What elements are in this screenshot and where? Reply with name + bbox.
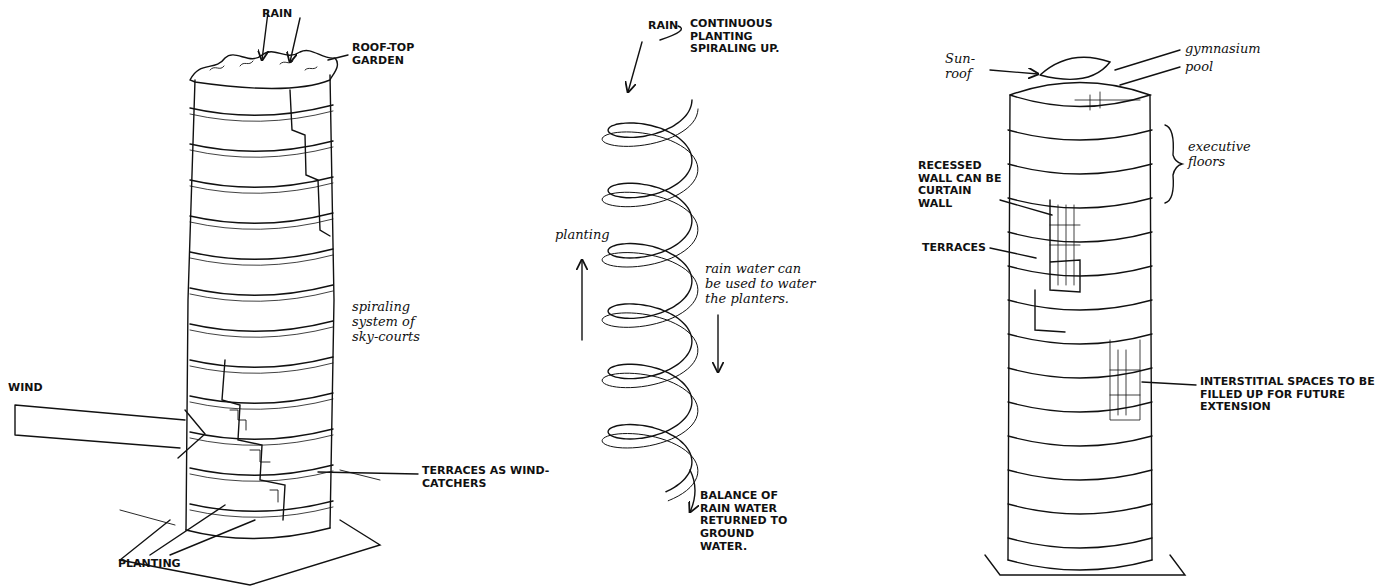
sketch-group <box>985 50 1196 575</box>
wind-arrow-head <box>178 410 205 458</box>
floor-band <box>190 177 333 187</box>
annotation-label: Sun-roof <box>945 52 995 82</box>
floor-band <box>190 357 333 367</box>
planting-spiral <box>608 100 692 492</box>
floor-band <box>190 363 333 373</box>
floor-band <box>1008 300 1152 310</box>
sketch-group <box>15 12 418 585</box>
roof-garden <box>190 50 337 88</box>
leader-line <box>1120 67 1180 85</box>
tower-edge <box>330 75 334 528</box>
planting-arrow <box>581 260 582 340</box>
floor-band <box>190 327 333 337</box>
floor-band <box>190 255 333 265</box>
rain-arrow <box>628 42 642 92</box>
annotation-label: RAIN <box>262 8 312 21</box>
annotation-label: rain water can be used to water the plan… <box>705 262 820 307</box>
annotation-label: planting <box>555 228 625 243</box>
tower-base-edge <box>186 528 330 539</box>
floor-band <box>1008 470 1152 480</box>
floor-band <box>1008 504 1152 514</box>
tower-top <box>1010 83 1150 107</box>
tower-edge <box>186 80 195 530</box>
wind-arrow <box>15 405 185 448</box>
tower-base-edge <box>1008 560 1152 570</box>
foliage <box>210 61 317 70</box>
annotation-label: spiraling system of sky-courts <box>352 300 437 345</box>
leader-line <box>328 55 348 60</box>
site-plane <box>120 520 380 585</box>
floor-band <box>190 219 333 229</box>
sketch-group <box>582 26 718 512</box>
floor-band <box>190 501 333 511</box>
floor-band <box>190 249 333 259</box>
floor-band <box>190 105 333 115</box>
floor-band <box>190 147 333 157</box>
sky-court-cut <box>222 360 285 520</box>
leader-line <box>990 248 1036 258</box>
leader-line <box>318 472 418 474</box>
annotation-label: TERRACES AS WIND-CATCHERS <box>422 465 572 490</box>
leader-line <box>1115 50 1180 70</box>
annotation-label: BALANCE OF RAIN WATER RETURNED TO GROUND… <box>700 490 805 553</box>
floor-band <box>190 111 333 121</box>
floor-band <box>190 291 333 301</box>
leader-line <box>990 70 1038 74</box>
leader-line <box>1000 200 1052 215</box>
rain-water-arrow <box>717 315 718 372</box>
leader-line <box>150 505 255 555</box>
floor-band <box>1008 232 1152 242</box>
planting-spiral <box>602 109 698 501</box>
pool-grid <box>1075 92 1140 110</box>
floor-band <box>1008 436 1152 446</box>
annotation-label: CONTINUOUS PLANTING SPIRALING UP. <box>690 18 795 56</box>
curtain-wall-grid <box>1050 205 1080 285</box>
annotation-label: ROOF-TOP GARDEN <box>352 42 432 67</box>
sketch-stroke <box>120 470 380 525</box>
outflow-arrow <box>690 470 695 512</box>
floor-band <box>190 285 333 295</box>
annotation-label: WIND <box>8 382 68 395</box>
floor-band <box>190 141 333 151</box>
floor-band <box>190 399 333 409</box>
floor-band <box>190 183 333 193</box>
brace <box>1165 125 1182 203</box>
floor-band <box>190 321 333 331</box>
annotation-label: gymnasium <box>1185 42 1285 57</box>
leader-line <box>1142 382 1196 385</box>
floor-band <box>1008 538 1152 548</box>
sky-court-cut <box>290 90 330 236</box>
floor-band <box>190 393 333 403</box>
annotation-label: RECESSED WALL CAN BE CURTAIN WALL <box>918 160 1003 211</box>
annotation-label: executive floors <box>1188 140 1273 170</box>
annotation-label: INTERSTITIAL SPACES TO BE FILLED UP FOR … <box>1200 376 1380 414</box>
floor-band <box>1008 334 1152 344</box>
annotation-label: TERRACES <box>922 242 1002 255</box>
floor-band <box>1008 130 1152 140</box>
sun-roof <box>1040 57 1110 79</box>
floor-band <box>1008 368 1152 378</box>
floor-band <box>190 507 333 517</box>
floor-band <box>190 213 333 223</box>
floor-band <box>190 429 333 439</box>
recessed-wall <box>1035 200 1080 332</box>
floor-band <box>190 465 333 475</box>
interstitial-grid <box>1110 340 1140 420</box>
annotation-label: PLANTING <box>118 558 208 571</box>
terrace-steps <box>230 410 278 502</box>
floor-band <box>190 435 333 445</box>
floor-band <box>1008 198 1152 208</box>
annotation-label: pool <box>1185 60 1245 75</box>
floor-band <box>1008 164 1152 174</box>
floor-band <box>1008 402 1152 412</box>
rain-arrow <box>290 18 300 62</box>
base-plate <box>985 555 1185 575</box>
